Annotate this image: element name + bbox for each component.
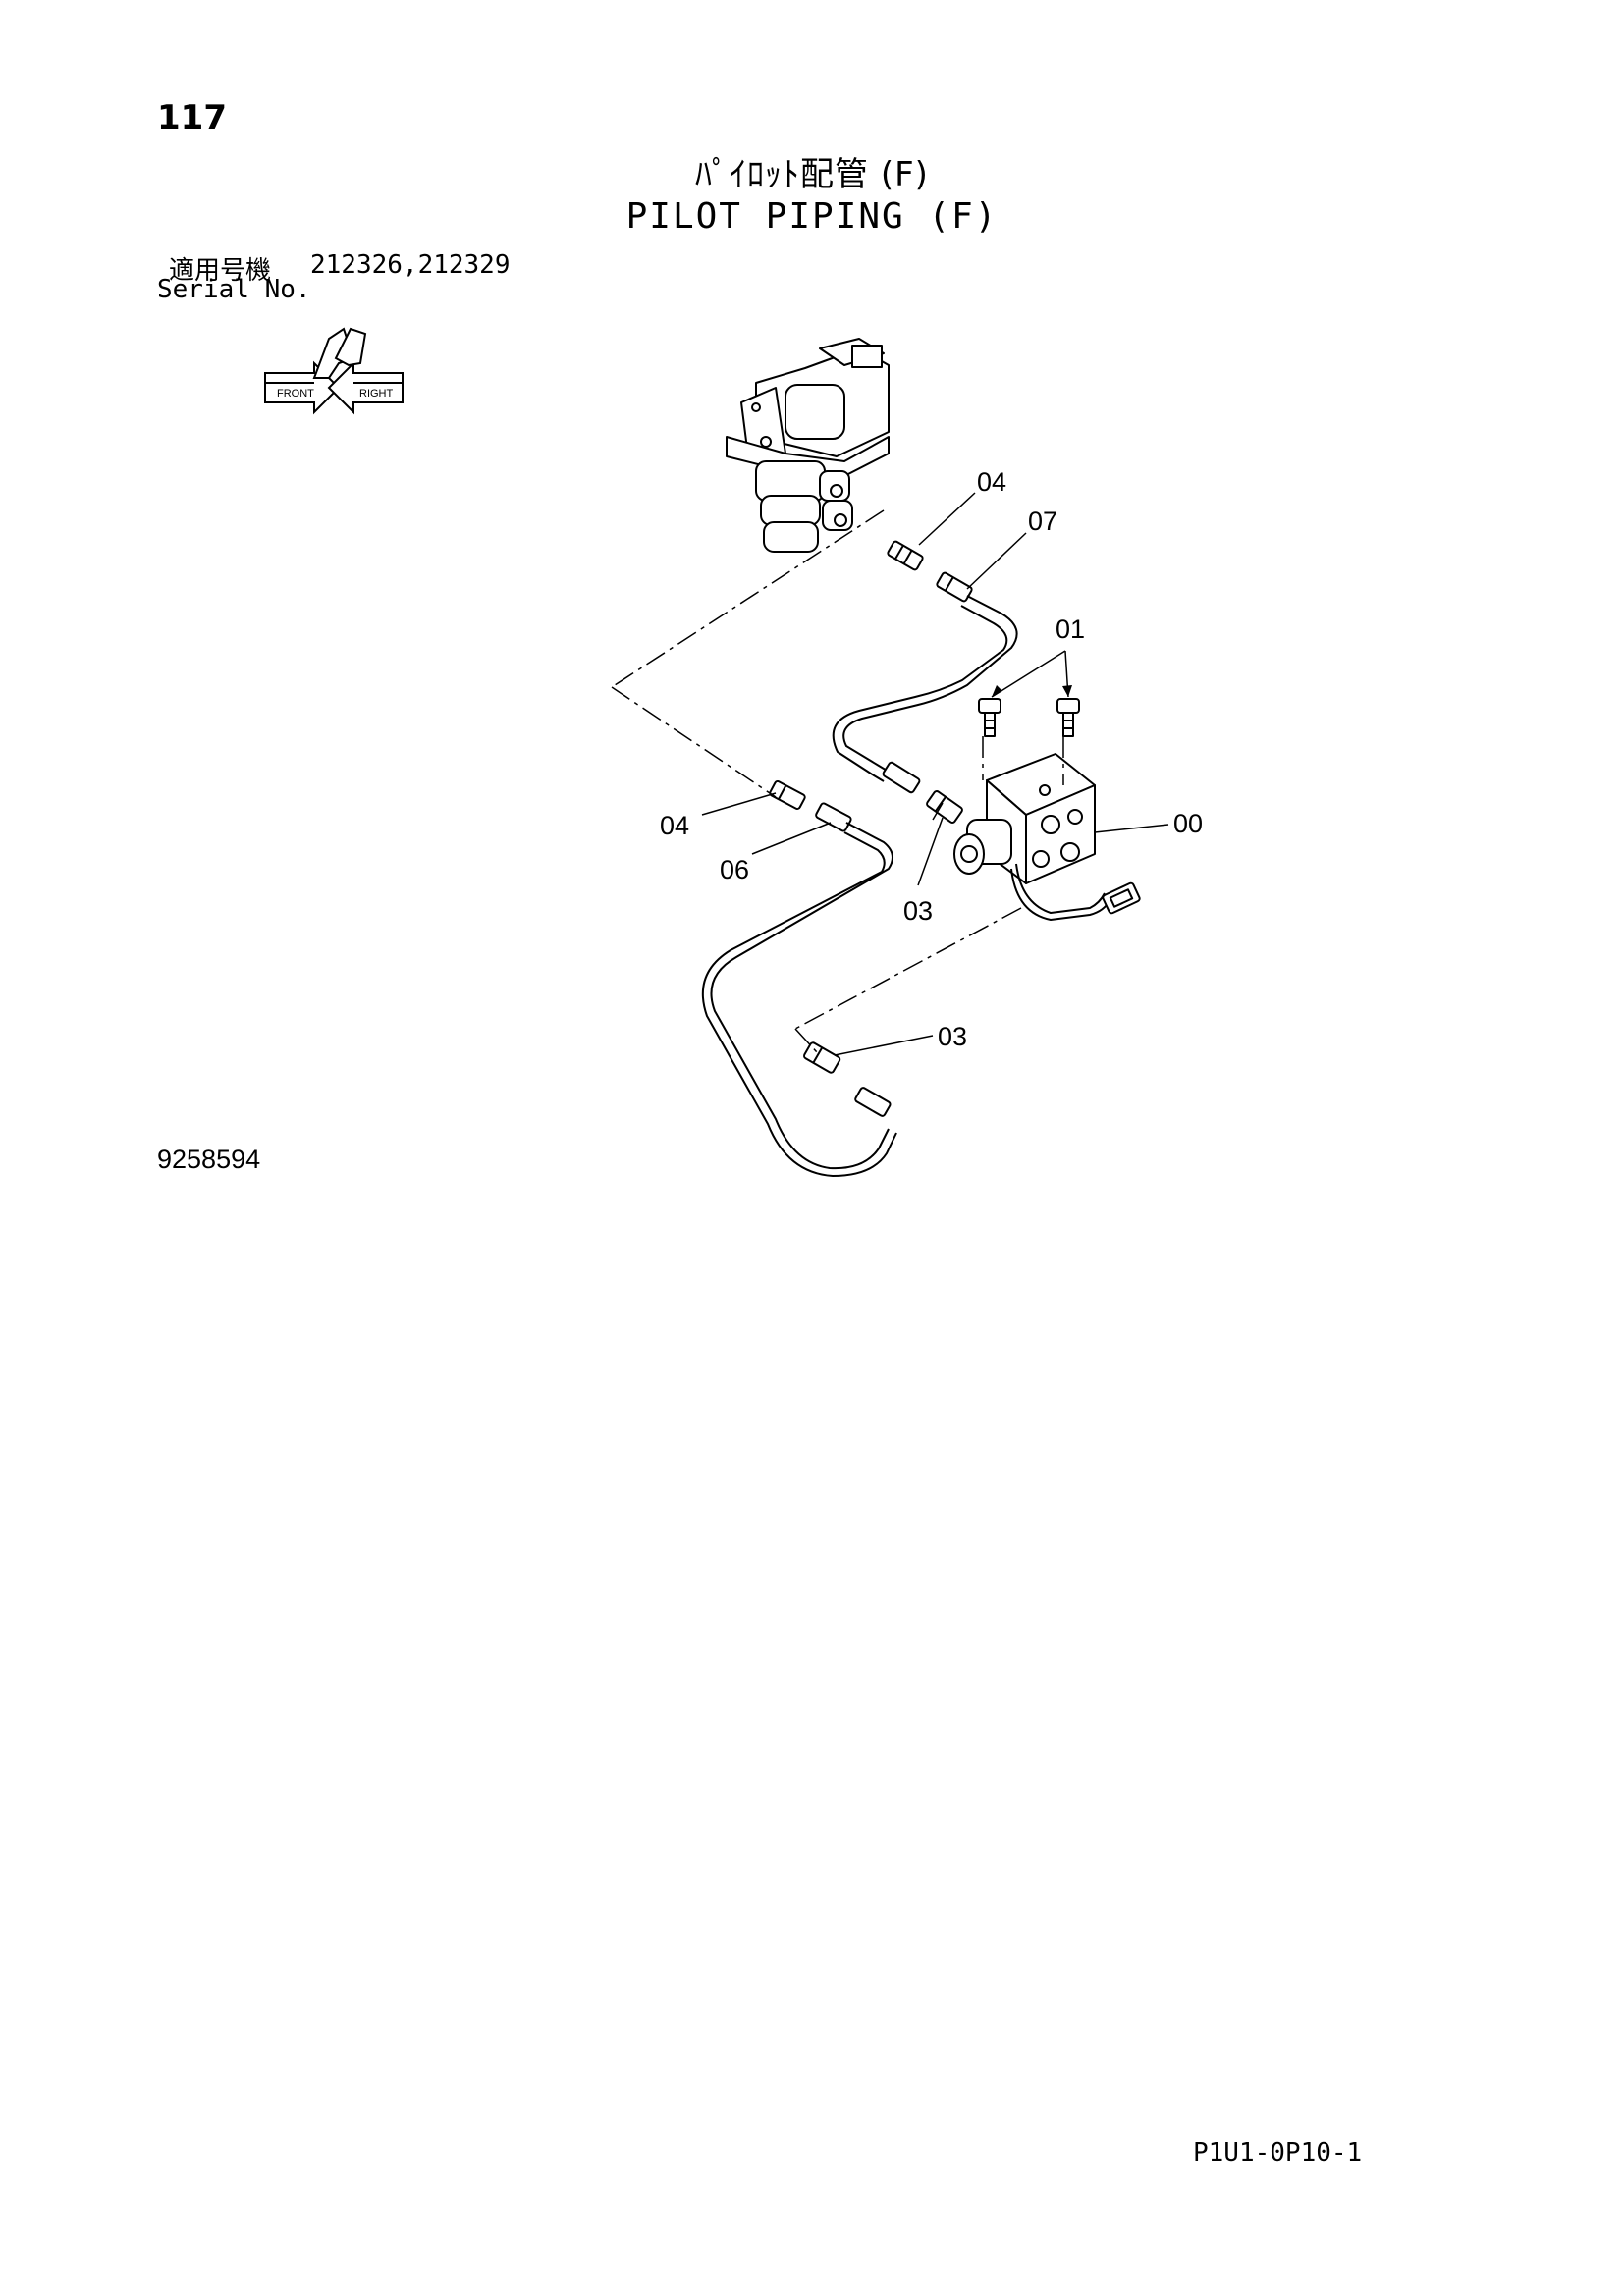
serial-numbers: 212326,212329	[310, 250, 511, 280]
bolt-01-left	[978, 698, 1001, 737]
callout-01: 01	[1056, 614, 1085, 644]
serial-label-english: Serial No.	[157, 275, 311, 304]
upper-valve-assembly	[726, 338, 890, 553]
parts-diagram: 04 07 01 00 04 06 03 03	[611, 338, 1203, 1177]
solenoid-valve-00	[953, 753, 1141, 921]
bolt-01-right	[1056, 698, 1080, 737]
page-title-english: PILOT PIPING (F)	[625, 196, 999, 237]
pipe-07	[832, 595, 1018, 782]
callout-03-lower: 03	[938, 1022, 967, 1051]
center-lines	[611, 509, 1064, 1053]
upper-fittings	[887, 540, 973, 603]
callout-00: 00	[1173, 809, 1203, 838]
front-label: FRONT	[277, 388, 314, 400]
pipe-07-nut	[882, 761, 921, 794]
callout-07: 07	[1028, 507, 1057, 536]
callout-04-lower: 04	[660, 811, 689, 840]
orientation-arrows-icon: FRONT RIGHT	[264, 327, 404, 415]
drawing-number: 9258594	[157, 1145, 261, 1174]
page-code: P1U1-0P10-1	[1193, 2138, 1363, 2167]
callout-06: 06	[720, 855, 749, 884]
callout-03-upper: 03	[903, 896, 933, 926]
callout-04-upper: 04	[977, 467, 1006, 497]
adapter-03-upper	[926, 790, 963, 824]
right-label: RIGHT	[359, 388, 394, 400]
pipe-06	[701, 802, 897, 1177]
page-title-japanese: ﾊﾟｲﾛｯﾄ配管 (F)	[695, 155, 929, 194]
adapter-04-lower	[769, 780, 806, 810]
adapter-03-lower	[803, 1041, 841, 1074]
serial-label-japanese: 適用号機	[169, 256, 272, 286]
page-number: 117	[157, 98, 227, 137]
leader-lines	[701, 492, 1169, 1056]
